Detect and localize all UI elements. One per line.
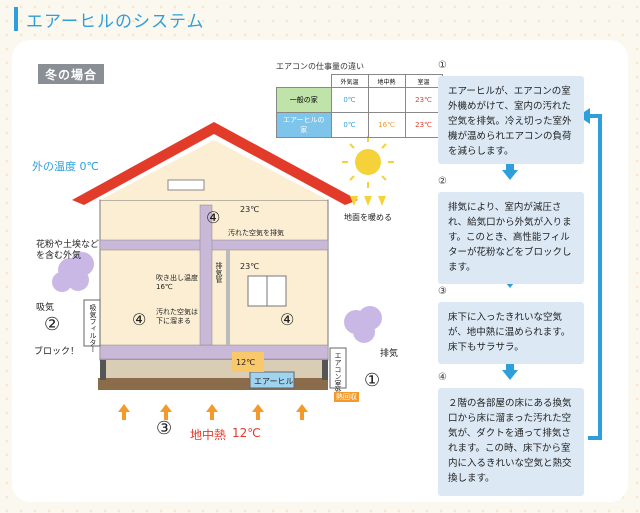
table-header-outside: 外気温 [330, 74, 369, 88]
ac-indoor-unit [167, 179, 205, 191]
step-4-text: ２階の各部屋の床にある換気口から床に溜まった汚れた空気が、ダクトを通って排気され… [438, 388, 584, 496]
outlet-temp-label: 吹き出し温度 16℃ [156, 274, 198, 291]
marker-4-right: ④ [280, 310, 295, 329]
filter-label: 吸気フィルター [89, 304, 97, 353]
attic [100, 140, 328, 200]
base-temp: 12℃ [236, 358, 256, 367]
step-2-number: ② [438, 176, 447, 187]
marker-3: ③ [156, 418, 173, 439]
pollen-label: 花粉や土埃など を含む外気 [36, 240, 100, 261]
airhill-outside: 0℃ [330, 112, 369, 138]
comparison-table: 外気温 地中熱 室温 一般の家 0℃ 23℃ エアーヒルの家 0℃ 16℃ 23… [276, 74, 443, 138]
table-title: エアコンの仕事量の違い [276, 62, 364, 71]
step-3-text: 床下に入ったきれいな空気が、地中熱に温められます。床下もサラサラ。 [438, 302, 584, 364]
ground-heat-label: 地中熱 [190, 428, 227, 442]
upper-temp: 23℃ [240, 205, 260, 214]
ac-outdoor-unit [329, 347, 347, 389]
sun-arrows [350, 196, 386, 206]
ac-outdoor-label: エアコン室外機 [334, 352, 342, 401]
airhill-room: 23℃ [404, 112, 443, 138]
sun-icon [355, 149, 381, 175]
outside-temp-label: 外の温度 0℃ [32, 160, 99, 173]
first-floor-duct [99, 344, 329, 360]
airhill-unit-label: エアーヒル [254, 377, 294, 386]
second-floor-duct [99, 239, 329, 251]
marker-4-upper: ④ [206, 208, 221, 227]
intake-filter [83, 299, 101, 347]
pollen-cloud-right [344, 306, 382, 343]
foundation-right [322, 360, 328, 380]
heat-recover-label: 熱回収 [334, 392, 359, 402]
marker-1: ① [364, 370, 381, 391]
dirty-air-down-label: 汚れた空気は 下に溜まる [156, 308, 198, 325]
step-2-text: 排気により、室内が減圧され、給気口から外気が入ります。このとき、高性能フィルター… [438, 192, 584, 284]
step-1-text: エアーヒルが、エアコンの室外機めがけて、室内の汚れた空気を排気。冷え切った室外機… [438, 76, 584, 164]
ground-heat-arrows [118, 404, 308, 420]
step-3-number: ③ [438, 286, 447, 297]
warm-ground-label: 地面を暖める [344, 213, 392, 222]
right-room-temp: 23℃ [240, 262, 260, 271]
table-header-room: 室温 [404, 74, 443, 88]
cycle-arrow [586, 114, 602, 440]
step-1-number: ① [438, 60, 447, 71]
warm-zone [232, 352, 264, 372]
normal-outside: 0℃ [330, 87, 369, 113]
intake-label: 吸気 [36, 303, 55, 313]
pollen-cloud-left [52, 252, 94, 292]
step-4-number: ④ [438, 372, 447, 383]
page-title-text: エアーヒルのシステム [26, 11, 205, 32]
marker-2: ② [44, 314, 61, 335]
block-label: ブロック！ [34, 347, 80, 357]
cycle-arrowhead [578, 108, 590, 124]
row-label-airhill: エアーヒルの家 [276, 112, 332, 138]
row-label-normal: 一般の家 [276, 87, 332, 113]
normal-room: 23℃ [404, 87, 443, 113]
marker-4-left: ④ [132, 310, 147, 329]
ground-heat-temp: 12℃ [232, 426, 261, 440]
foundation-left [100, 360, 106, 380]
house-wall [99, 199, 329, 361]
airhill-unit [249, 371, 295, 389]
season-label: 冬の場合 [38, 64, 104, 84]
duct-label: 排気管 [215, 262, 223, 283]
airhill-ground: 16℃ [367, 112, 406, 138]
dirty-air-exhaust-label: 汚れた空気を排気 [228, 229, 284, 237]
page-title: エアーヒルのシステム [14, 6, 204, 32]
interior-wall [226, 250, 230, 345]
table-corner [276, 74, 331, 88]
title-accent-bar [14, 7, 18, 31]
vertical-duct [199, 204, 213, 346]
exhaust-label: 排気 [380, 349, 399, 359]
table-header-ground: 地中熱 [367, 74, 406, 88]
normal-ground [367, 87, 406, 113]
